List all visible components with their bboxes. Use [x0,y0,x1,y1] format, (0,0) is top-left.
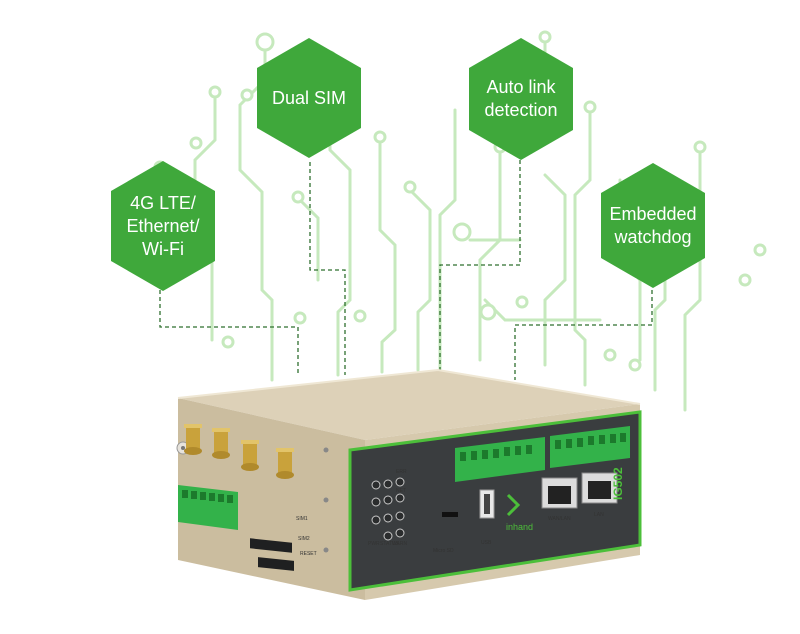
lan-label: LAN [594,512,604,518]
feature-label-autolink: Auto link detection [484,77,558,120]
feature-hex-watchdog [601,163,705,288]
net-label: NET [396,488,406,494]
usb-port [479,489,495,519]
status-leds [371,477,405,541]
antenna-1 [184,424,202,455]
status-label: STATUS [380,541,400,547]
ethernet-lan-port [581,472,618,504]
sim-slots [250,538,294,571]
front-terminal-blocks [455,426,630,482]
feature-label-dualsim: Dual SIM [271,87,347,108]
antenna-2 [212,428,230,459]
antenna-4 [276,448,294,479]
micro-sd-slot [442,512,458,517]
feature-label-watchdog: Embedded watchdog [609,203,697,247]
inhand-logo-mark [506,493,521,517]
antenna-3 [241,440,259,471]
warn-label: WARN [392,541,407,547]
feature-hex-lte [111,161,215,291]
feature-connectors [159,160,653,380]
wanlan-label: WAN/LAN [548,516,571,522]
feature-label-lte: 4G LTE/ Ethernet/ Wi-Fi [126,192,200,259]
antenna-connectors [184,424,294,479]
feature-hex-dualsim [257,38,361,158]
sim1-label: SIM1 [296,516,308,522]
brand-name: inhand [506,522,533,532]
pwr-label: PWR [368,541,380,547]
circuit-nodes [153,30,767,372]
usb-label: USB [481,540,492,546]
microsd-label: Micro SD [433,548,454,554]
feature-hex-autolink [469,38,573,160]
ethernet-wanlan-port [541,477,578,509]
reset-label: RESET [300,551,317,557]
err-label: ERR [396,469,407,475]
power-terminal-block [178,485,238,530]
model-name: IG502 [611,467,625,500]
sim2-label: SIM2 [298,536,310,542]
